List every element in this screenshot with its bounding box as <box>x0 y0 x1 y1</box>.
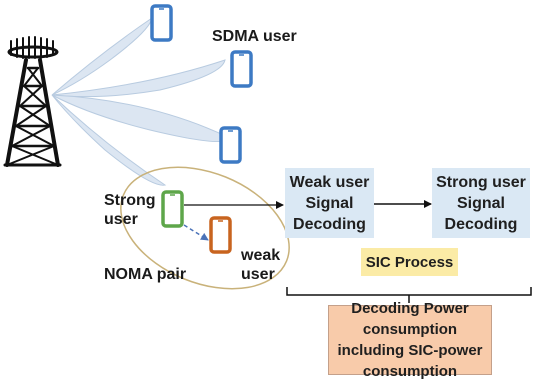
smartphone-icon-sdma-1 <box>150 4 173 42</box>
strong-to-weak-arrow <box>183 224 209 241</box>
weak-user-decoding-box: Weak user Signal Decoding <box>285 168 374 238</box>
smartphone-icon-sdma-2 <box>230 50 253 88</box>
sdma-user-label: SDMA user <box>212 28 297 45</box>
power-consumption-box: Decoding Power consumption including SIC… <box>328 300 492 380</box>
beam-2 <box>51 59 226 98</box>
beam-3 <box>51 94 231 143</box>
sic-brace <box>286 287 532 303</box>
noma-pair-ellipse <box>120 166 290 290</box>
beam-1 <box>51 16 153 96</box>
beam-group <box>51 16 231 186</box>
smartphone-icon-weak-user <box>209 216 232 254</box>
cell-tower-icon <box>3 36 62 167</box>
weak-user-label: weak user <box>241 247 281 283</box>
sic-process-box: SIC Process <box>361 248 458 276</box>
strong-user-decoding-box: Strong user Signal Decoding <box>432 168 530 238</box>
noma-pair-label: NOMA pair <box>104 266 187 283</box>
strong-user-label: Strong user <box>104 192 156 228</box>
smartphone-icon-sdma-3 <box>219 126 242 164</box>
smartphone-icon-strong-user <box>161 190 184 228</box>
beam-4 <box>51 94 167 186</box>
